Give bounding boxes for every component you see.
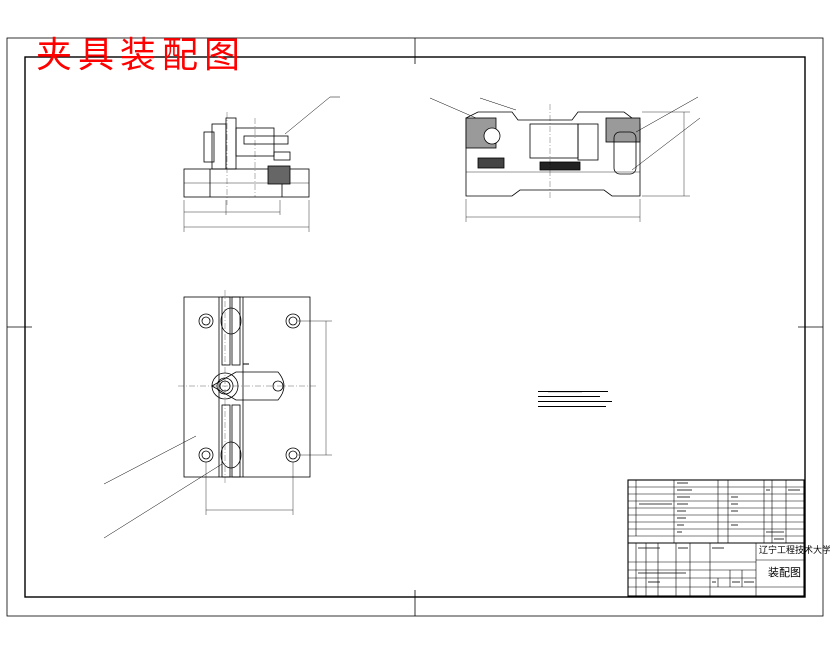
technical-notes: [538, 382, 612, 407]
plan-view: [103, 290, 332, 539]
front-view: [183, 96, 340, 232]
side-section-view: [429, 96, 701, 222]
drawing-title: 夹具装配图: [36, 35, 247, 76]
school-name: 辽宁工程技术大学: [759, 546, 830, 556]
inner-frame: [24, 56, 806, 598]
drawing-name: 装配图: [768, 566, 801, 579]
title-block: [627, 479, 805, 597]
